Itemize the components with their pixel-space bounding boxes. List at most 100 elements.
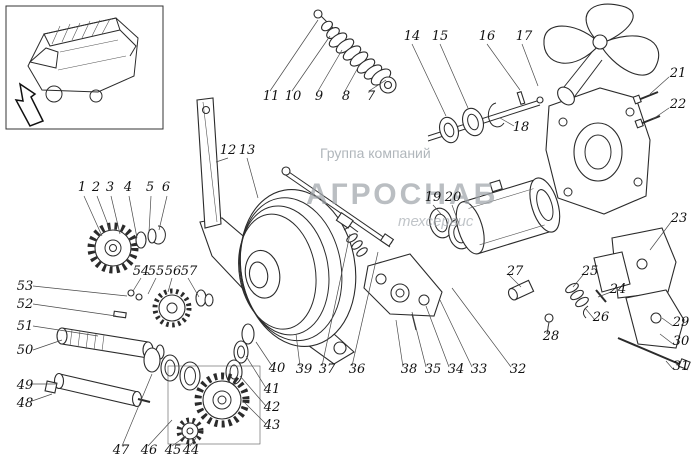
callout-49: 49 xyxy=(16,378,34,393)
impeller-fan xyxy=(543,3,660,106)
turnbuckle-nut xyxy=(335,212,354,229)
callout-47: 47 xyxy=(112,443,130,458)
callout-39: 39 xyxy=(296,362,313,377)
callout-6: 6 xyxy=(162,180,170,195)
adjusting-rod xyxy=(281,166,395,248)
lever-bar xyxy=(196,97,222,229)
callout-30: 30 xyxy=(673,334,690,349)
callout-7: 7 xyxy=(367,89,376,104)
latch-bracket-group xyxy=(507,227,691,371)
rod-nut xyxy=(44,380,58,394)
wheel-front xyxy=(45,85,63,103)
location-arrow-icon xyxy=(14,82,45,127)
callouts: 1 2 3 4 5 6 7 8 9 10 11 12 13 14 15 16 1… xyxy=(16,29,690,458)
callout-33: 33 xyxy=(471,362,488,377)
callout-21: 21 xyxy=(669,66,687,81)
end-nut xyxy=(379,233,395,247)
callout-26: 26 xyxy=(592,310,610,325)
sprocket-small-left xyxy=(87,222,166,274)
machine-location-inset xyxy=(5,5,164,130)
callout-42: 42 xyxy=(263,400,281,415)
body-lines xyxy=(57,39,127,71)
callout-25: 25 xyxy=(581,264,599,279)
fan-hub xyxy=(592,34,608,50)
callout-18: 18 xyxy=(513,120,530,135)
callout-24: 24 xyxy=(609,282,627,297)
tension-spring-assembly xyxy=(313,9,397,94)
callout-19: 19 xyxy=(425,190,442,205)
callout-22: 22 xyxy=(669,97,687,112)
callout-48: 48 xyxy=(16,396,34,411)
small-spring xyxy=(356,247,368,257)
callout-9: 9 xyxy=(315,89,323,104)
cab xyxy=(28,47,59,69)
callout-41: 41 xyxy=(263,382,281,397)
callout-2: 2 xyxy=(91,180,100,195)
callout-8: 8 xyxy=(342,89,350,104)
callout-40: 40 xyxy=(268,361,286,376)
plate-center-hole xyxy=(573,122,623,182)
callout-43: 43 xyxy=(263,418,281,433)
unloading-pipe xyxy=(119,29,137,57)
shaft-with-rings xyxy=(427,90,544,144)
callout-16: 16 xyxy=(479,29,496,44)
callout-52: 52 xyxy=(17,297,34,312)
callout-10: 10 xyxy=(285,89,302,104)
callout-32: 32 xyxy=(510,362,527,377)
callout-27: 27 xyxy=(506,264,524,279)
callout-44: 44 xyxy=(182,443,200,458)
latch-rod xyxy=(617,337,685,367)
leader-lines xyxy=(31,19,674,447)
lever-hole xyxy=(202,106,210,114)
watermark-line3: техсервис xyxy=(398,213,474,230)
callout-51: 51 xyxy=(17,319,34,334)
callout-5: 5 xyxy=(146,180,154,195)
callout-29: 29 xyxy=(672,315,690,330)
watermark-line1: Группа компаний xyxy=(320,145,431,161)
callout-55: 55 xyxy=(148,264,165,279)
callout-15: 15 xyxy=(432,29,449,44)
detail-box xyxy=(167,365,261,445)
tension-arm xyxy=(343,225,443,331)
idler-rod xyxy=(44,372,151,408)
spline-ticks xyxy=(69,329,105,352)
callout-54: 54 xyxy=(133,264,150,279)
fan-shaft-end xyxy=(557,86,575,106)
callout-57: 57 xyxy=(181,264,198,279)
snap-ring xyxy=(487,102,505,128)
callout-50: 50 xyxy=(17,343,34,358)
callout-34: 34 xyxy=(448,362,465,377)
callout-31: 31 xyxy=(673,359,690,374)
callout-4: 4 xyxy=(123,180,132,195)
sprocket-bottom xyxy=(167,365,261,445)
roller-27 xyxy=(507,279,535,301)
latch-spring xyxy=(575,296,589,308)
roller xyxy=(390,283,410,303)
callout-13: 13 xyxy=(239,143,256,158)
grease-fitting xyxy=(489,179,503,193)
sprocket-mid xyxy=(127,288,214,328)
circlip xyxy=(153,225,166,245)
callout-37: 37 xyxy=(319,362,336,377)
belt-pulley xyxy=(238,189,357,347)
callout-53: 53 xyxy=(17,279,34,294)
callout-3: 3 xyxy=(106,180,114,195)
rod-eye xyxy=(281,166,291,176)
callout-38: 38 xyxy=(401,362,418,377)
callout-35: 35 xyxy=(425,362,442,377)
shaft-key xyxy=(113,310,127,319)
bolts-right xyxy=(632,91,661,129)
callout-46: 46 xyxy=(140,443,158,458)
watermark: Группа компаний АГРОСНАБ техсервис xyxy=(306,145,495,230)
callout-28: 28 xyxy=(542,329,560,344)
callout-12: 12 xyxy=(220,143,237,158)
hatch-lines xyxy=(51,18,111,45)
callout-14: 14 xyxy=(404,29,421,44)
washer xyxy=(321,20,333,32)
drive-housing xyxy=(455,177,561,255)
callout-45: 45 xyxy=(164,443,182,458)
callout-23: 23 xyxy=(670,211,688,226)
callout-36: 36 xyxy=(349,362,366,377)
